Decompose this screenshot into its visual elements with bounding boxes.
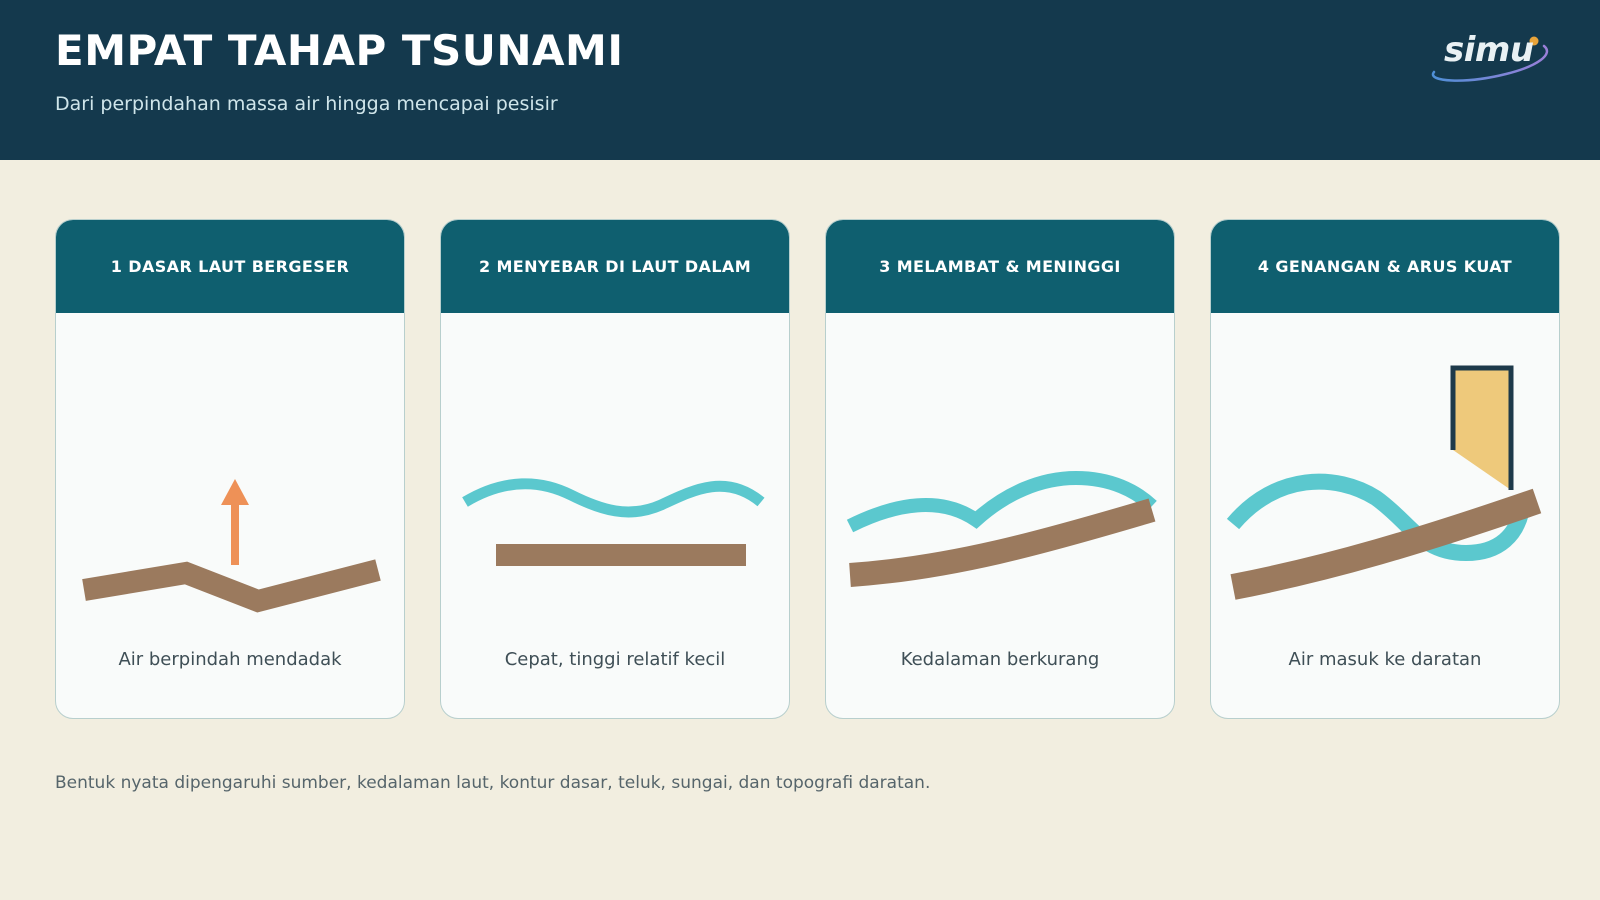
stage-caption: Air masuk ke daratan xyxy=(1288,649,1482,670)
stage-card-header: 4 GENANGAN & ARUS KUAT xyxy=(1211,220,1559,313)
stage-caption: Air berpindah mendadak xyxy=(118,649,342,670)
stage-title: 3 MELAMBAT & MENINGGI xyxy=(879,257,1121,276)
inundation-building-icon xyxy=(1226,365,1542,600)
stage-title: 4 GENANGAN & ARUS KUAT xyxy=(1257,257,1513,276)
page-subtitle: Dari perpindahan massa air hingga mencap… xyxy=(55,93,558,115)
footer-note: Bentuk nyata dipengaruhi sumber, kedalam… xyxy=(55,773,931,793)
stage-caption: Kedalaman berkurang xyxy=(900,649,1100,670)
stage-card-1: 1 DASAR LAUT BERGESER Air berpindah mend… xyxy=(55,219,405,719)
stage-card-header: 3 MELAMBAT & MENINGGI xyxy=(826,220,1174,313)
stage-card-3: 3 MELAMBAT & MENINGGI Kedalaman berkuran… xyxy=(825,219,1175,719)
stage-card-header: 1 DASAR LAUT BERGESER xyxy=(56,220,404,313)
seabed-shift-arrow-icon xyxy=(82,479,381,613)
stage-card-4: 4 GENANGAN & ARUS KUAT Air masuk ke dara… xyxy=(1210,219,1560,719)
deep-ocean-wave-icon xyxy=(462,478,765,566)
shoaling-wave-icon xyxy=(846,470,1157,587)
stage-title: 2 MENYEBAR DI LAUT DALAM xyxy=(478,257,752,276)
stage-caption: Cepat, tinggi relatif kecil xyxy=(504,649,726,670)
logo-wordmark: simu xyxy=(1444,30,1534,70)
stage-title: 1 DASAR LAUT BERGESER xyxy=(110,257,350,276)
logo-orbit-icon xyxy=(1431,36,1549,82)
header-banner: EMPAT TAHAP TSUNAMI Dari perpindahan mas… xyxy=(0,0,1600,160)
page-title: EMPAT TAHAP TSUNAMI xyxy=(55,26,624,75)
stage-card-2: 2 MENYEBAR DI LAUT DALAM Cepat, tinggi r… xyxy=(440,219,790,719)
simu-logo: simu xyxy=(1426,28,1556,88)
stage-card-header: 2 MENYEBAR DI LAUT DALAM xyxy=(441,220,789,313)
